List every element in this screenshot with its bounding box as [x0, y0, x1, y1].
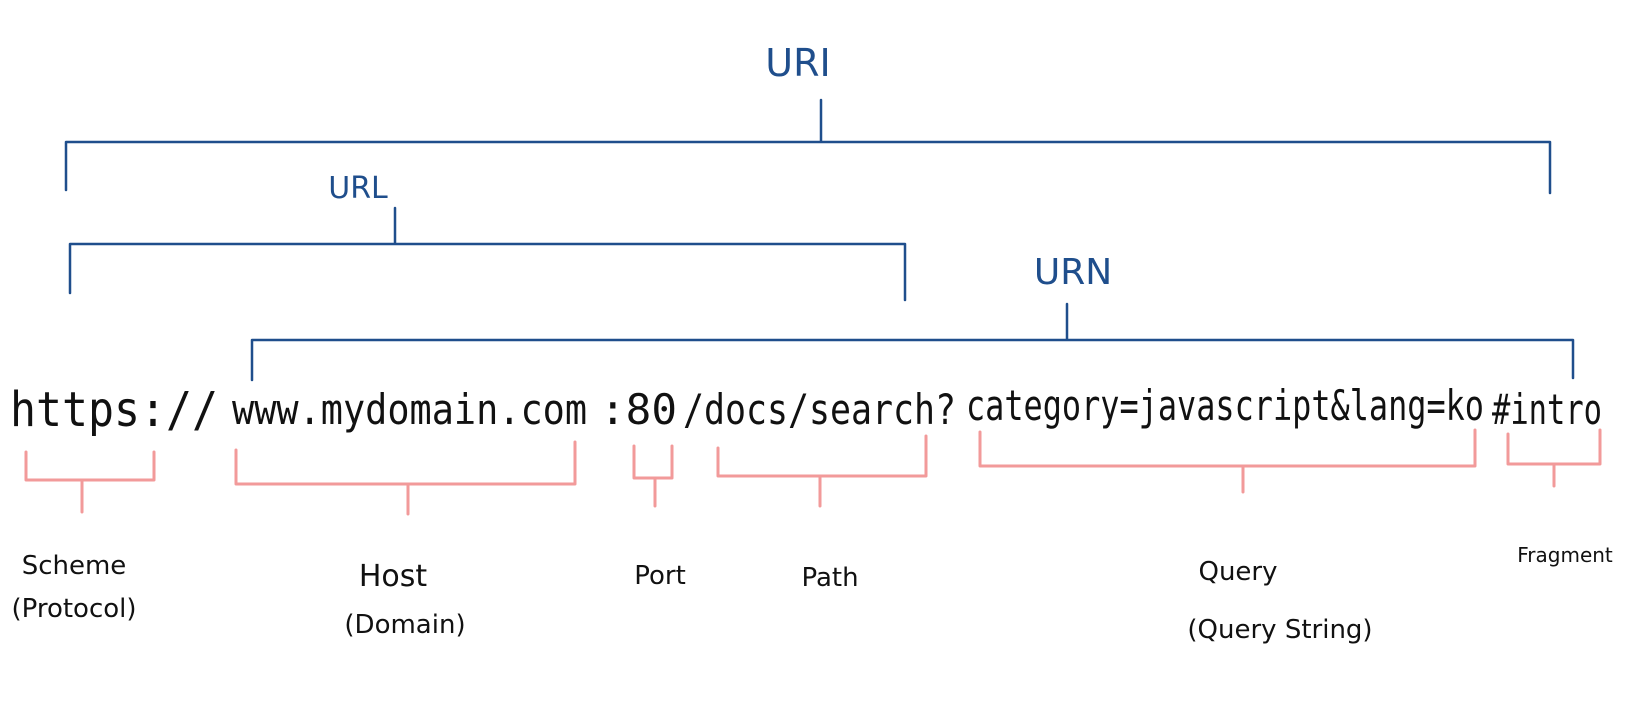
- urn-bracket: [250, 302, 1575, 382]
- uri-label: URI: [765, 41, 830, 85]
- url-port-text: :80: [600, 385, 677, 434]
- port-label: Port: [634, 561, 686, 591]
- scheme-label: Scheme: [22, 551, 127, 581]
- url-query-text: category=javascript&lang=ko: [966, 381, 1484, 430]
- url-label: URL: [328, 171, 388, 206]
- query-sublabel: (Query String): [1187, 615, 1372, 645]
- url-scheme-text: https://: [10, 382, 218, 438]
- query-bracket: [978, 428, 1477, 494]
- host-label: Host: [359, 559, 428, 594]
- query-label: Query: [1198, 557, 1277, 587]
- url-fragment-text: #intro: [1492, 385, 1602, 434]
- url-path-text: /docs/search?: [683, 385, 956, 434]
- uri-bracket: [64, 98, 1552, 195]
- fragment-bracket: [1506, 428, 1602, 488]
- scheme-sublabel: (Protocol): [11, 594, 136, 624]
- urn-label: URN: [1034, 252, 1112, 293]
- host-sublabel: (Domain): [344, 610, 465, 640]
- path-bracket: [716, 434, 928, 508]
- url-bracket: [68, 206, 907, 302]
- scheme-bracket: [24, 450, 156, 514]
- host-bracket: [234, 440, 577, 516]
- fragment-label: Fragment: [1517, 543, 1613, 567]
- path-label: Path: [801, 563, 858, 593]
- port-bracket: [632, 444, 674, 508]
- url-host-text: www.mydomain.com: [232, 385, 587, 434]
